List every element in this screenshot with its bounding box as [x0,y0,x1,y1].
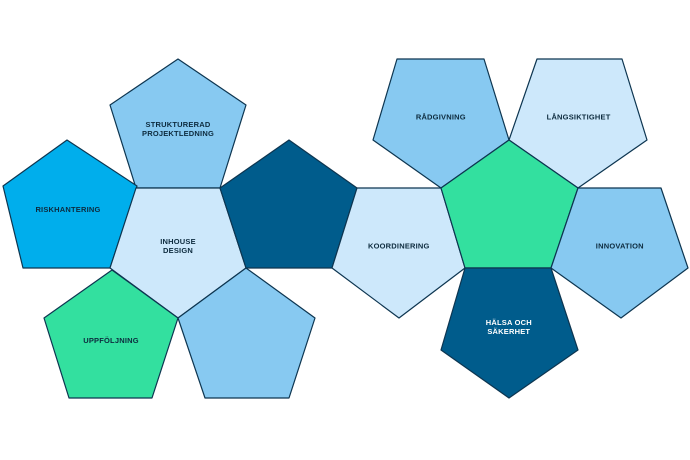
pentagon-strukturerad-projektledning-shape [109,58,247,189]
pentagon-radgivning-shape [372,58,510,189]
pentagon-innovation-label: INNOVATION [596,242,644,251]
pentagon-riskhantering-label: RISKHANTERING [35,205,100,214]
pentagon-blank-dark-blue-shape [219,139,358,269]
pentagon-halsa-och-sakerhet-label: SÄKERHET [487,327,530,336]
pentagon-uppfoljning: UPPFÖLJNING [43,269,179,399]
pentagon-innovation-shape [550,187,689,319]
pentagon-radgivning-label: RÅDGIVNING [416,113,466,122]
pentagon-inhouse-design-label: INHOUSE [160,237,196,246]
pentagon-strukturerad-projektledning-label: PROJEKTLEDNING [142,129,214,138]
pentagon-blank-dark-blue [219,139,358,269]
pentagon-koordinering-shape [331,187,466,319]
pentagon-langsiktighet-label: LÅNGSIKTIGHET [547,113,611,122]
pentagon-koordinering: KOORDINERING [331,187,466,319]
pentagon-strukturerad-projektledning-label: STRUKTURERAD [146,120,211,129]
pentagon-halsa-och-sakerhet-label: HÄLSA OCH [486,318,532,327]
pentagon-koordinering-label: KOORDINERING [368,242,430,251]
pentagon-inhouse-design-label: DESIGN [163,246,193,255]
pentagon-blank-light-blue-shape [177,267,316,399]
pentagon-blank-light-blue [177,267,316,399]
pentagon-uppfoljning-label: UPPFÖLJNING [83,336,139,345]
pentagon-halsa-och-sakerhet-shape [440,267,579,399]
pentagon-radgivning: RÅDGIVNING [372,58,510,189]
pentagon-innovation: INNOVATION [550,187,689,319]
pentagon-uppfoljning-shape [43,269,179,399]
